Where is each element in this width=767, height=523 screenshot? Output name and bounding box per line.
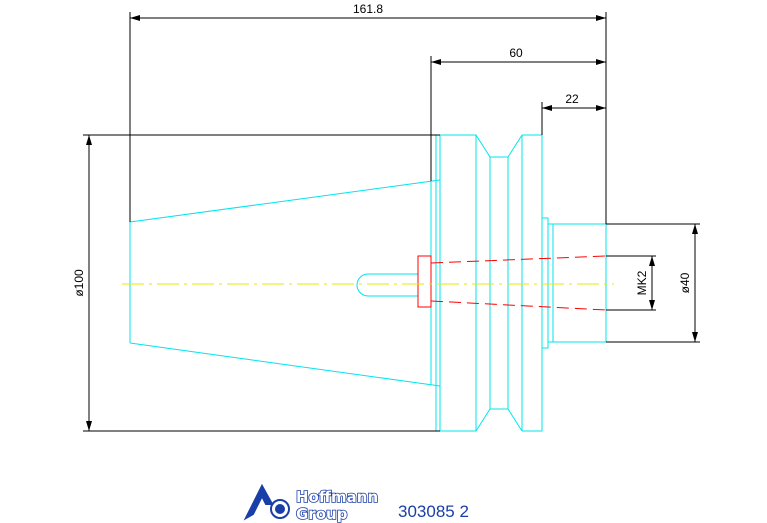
arrow xyxy=(692,332,698,342)
shank-step-top xyxy=(542,217,549,224)
v-groove-bottom xyxy=(475,408,523,432)
morse-taper-bore xyxy=(417,255,607,311)
dimension-lines xyxy=(83,12,700,432)
arrow xyxy=(542,105,552,111)
arrow xyxy=(86,135,92,145)
dim-mk2-text: MK2 xyxy=(635,270,649,295)
logo-line1: Hoffmann xyxy=(296,488,378,506)
nose-cylinder xyxy=(547,223,607,343)
dim-overall-text: 161.8 xyxy=(353,2,383,16)
logo-line2: Group xyxy=(296,505,348,523)
flange-body xyxy=(439,134,477,432)
arrow xyxy=(649,300,655,310)
arrow xyxy=(431,59,441,65)
arrow xyxy=(596,105,606,111)
arrow xyxy=(692,224,698,234)
hoffmann-group-logo: Hoffmann Group xyxy=(243,483,379,523)
logo-mark-icon xyxy=(243,483,290,521)
arrow xyxy=(130,15,140,21)
dimension-arrows xyxy=(86,15,698,431)
taper-top-edge xyxy=(129,179,441,223)
shank-step-bottom xyxy=(542,342,549,349)
dim-d40-text: ø40 xyxy=(678,272,692,293)
tool-holder-outline xyxy=(129,134,607,432)
rear-ring xyxy=(522,134,543,432)
bore-top-hidden-line xyxy=(430,255,607,264)
arrow xyxy=(649,256,655,266)
arrow xyxy=(86,421,92,431)
dim-60-text: 60 xyxy=(509,46,523,60)
arrow xyxy=(596,15,606,21)
dim-d100-text: ø100 xyxy=(72,269,86,297)
drawbar-slot xyxy=(356,273,419,297)
part-number: 303085 2 xyxy=(398,502,469,521)
dim-22-text: 22 xyxy=(565,92,579,106)
bore-end-box xyxy=(417,255,432,308)
v-groove-top xyxy=(475,134,523,158)
taper-bottom-edge xyxy=(129,342,441,387)
bore-bottom-hidden-line xyxy=(430,300,607,311)
arrow xyxy=(596,59,606,65)
